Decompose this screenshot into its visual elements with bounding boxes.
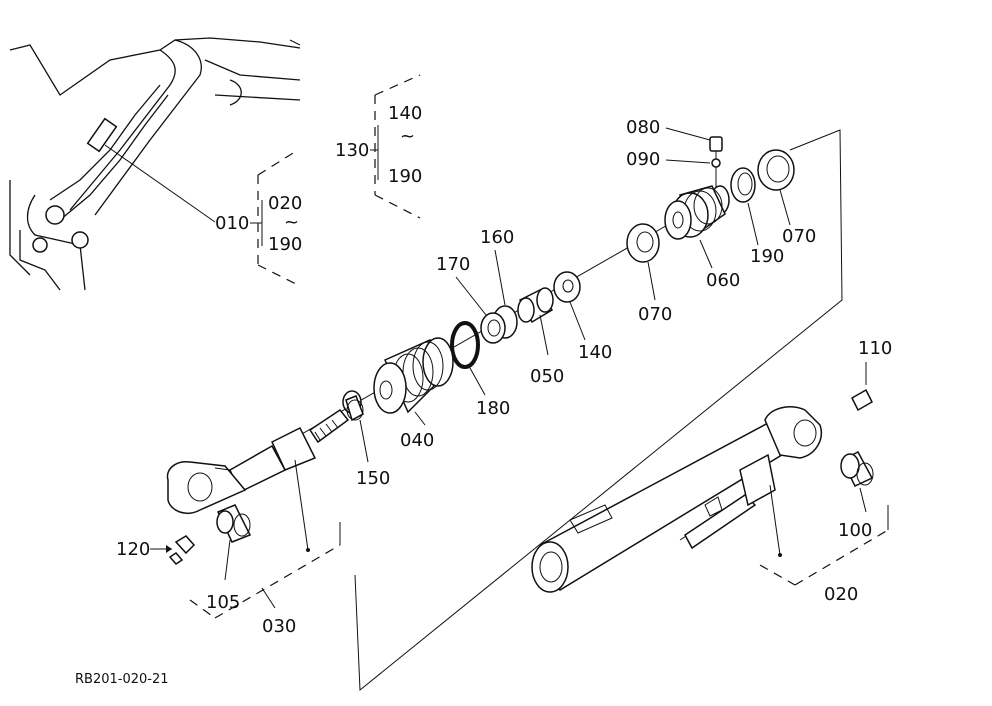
label-060: 060: [706, 270, 740, 291]
ring-190-right: 190: [730, 167, 784, 267]
seals-160-170: 160 170: [436, 227, 518, 344]
drawing-code: RB201-020-21: [75, 672, 169, 687]
oring-180: 180: [450, 321, 510, 419]
label-140-top: 140: [388, 103, 422, 124]
label-070-mid: 070: [638, 304, 672, 325]
label-070-right: 070: [782, 226, 816, 247]
assembly-outline: [354, 129, 843, 692]
label-150: 150: [356, 468, 390, 489]
callout-010: 010 020 ~ 190: [215, 149, 302, 286]
label-180: 180: [476, 398, 510, 419]
label-190-top: 190: [268, 234, 302, 255]
label-100: 100: [838, 520, 872, 541]
collar-140: 140: [553, 271, 612, 363]
bushing-150: 150: [342, 390, 390, 489]
label-160: 160: [480, 227, 514, 248]
label-090: 090: [626, 149, 660, 170]
bushing-105: 105: [206, 504, 252, 613]
callout-130: 130 140 ~ 190: [335, 74, 422, 219]
label-170: 170: [436, 254, 470, 275]
range-mark-1: ~: [284, 212, 299, 233]
label-080: 080: [626, 117, 660, 138]
label-020-bottom: 020: [824, 584, 858, 605]
label-050: 050: [530, 366, 564, 387]
label-140-mid: 140: [578, 342, 612, 363]
label-130: 130: [335, 140, 369, 161]
label-105: 105: [206, 592, 240, 613]
label-190-mid: 190: [388, 166, 422, 187]
ring-070-right: 070: [757, 149, 816, 247]
callout-020-bottom: 020: [759, 505, 889, 605]
rod-030: 030: [166, 408, 350, 637]
bushing-100: 100: [838, 451, 874, 541]
label-030: 030: [262, 616, 296, 637]
gland-040: 040: [373, 337, 454, 451]
fitting-110: 110: [851, 338, 892, 412]
loader-arm-illustration: [9, 37, 301, 291]
label-120: 120: [116, 539, 150, 560]
ring-070-mid: 070: [626, 223, 672, 325]
label-010: 010: [215, 213, 249, 234]
cylinder-tube: [531, 406, 822, 593]
label-020-top: 020: [268, 193, 302, 214]
label-190-right: 190: [750, 246, 784, 267]
fitting-120: 120: [116, 535, 196, 565]
piston-060: 060: [664, 185, 740, 291]
bushing-050: 050: [517, 287, 564, 387]
fitting-080-090: 080 090: [626, 117, 723, 190]
label-040: 040: [400, 430, 434, 451]
range-mark-2: ~: [400, 126, 415, 147]
label-110: 110: [858, 338, 892, 359]
